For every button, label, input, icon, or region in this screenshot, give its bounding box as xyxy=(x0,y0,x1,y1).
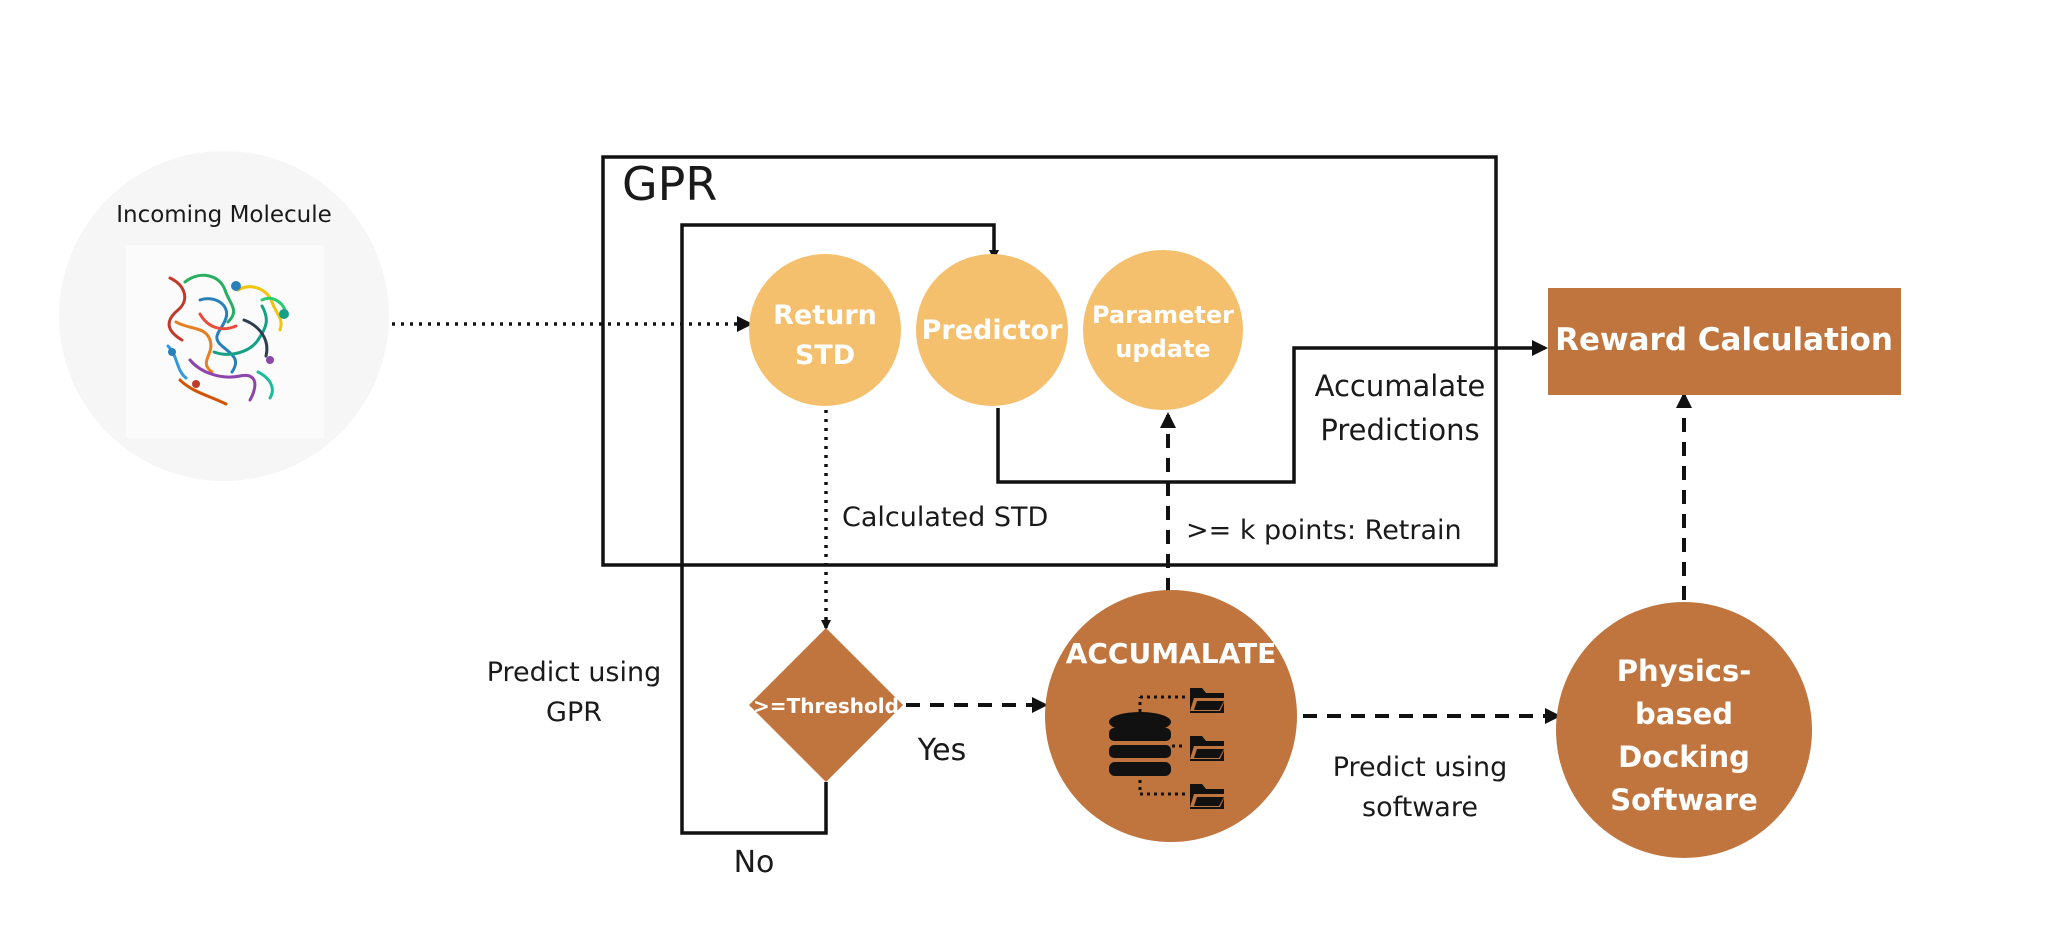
return-std-node[interactable]: Return STD xyxy=(749,254,901,406)
predictor-node[interactable]: Predictor xyxy=(916,254,1068,406)
retrain-label: >= k points: Retrain xyxy=(1186,515,1462,546)
docking-label-line-4: Software xyxy=(1610,783,1758,817)
yes-label: Yes xyxy=(917,733,966,768)
predictor-circle xyxy=(916,254,1068,406)
gpr-title: GPR xyxy=(622,157,717,211)
no-loop-to-predictor-arrow xyxy=(680,223,999,835)
predict-gpr-label-line-2: GPR xyxy=(546,697,602,728)
incoming-molecule: Incoming Molecule xyxy=(59,151,389,481)
reward-box xyxy=(1548,288,1901,395)
accumulate-predictions-label-line-1: Accumalate xyxy=(1315,369,1486,403)
docking-label-line-3: Docking xyxy=(1618,740,1750,774)
threshold-diamond xyxy=(749,628,903,782)
gpr-box: GPR xyxy=(601,155,1498,567)
predictor-label: Predictor xyxy=(922,315,1063,346)
parameter-update-circle xyxy=(1083,250,1243,410)
calculated-std-label: Calculated STD xyxy=(842,502,1048,533)
edge-labels: Calculated STD Accumalate Predictions >=… xyxy=(487,369,1508,880)
parameter-update-label-line-1: Parameter xyxy=(1092,301,1234,329)
molecule-image-frame xyxy=(126,245,324,438)
database-folders-icon xyxy=(1109,688,1226,809)
reward-calculation-node[interactable]: Reward Calculation xyxy=(1548,288,1901,395)
reward-label: Reward Calculation xyxy=(1555,322,1893,358)
no-label: No xyxy=(734,845,775,880)
protein-structure-icon xyxy=(166,273,289,406)
return-std-label-line-2: STD xyxy=(795,340,855,371)
predict-gpr-label-line-1: Predict using xyxy=(487,657,662,688)
docking-label-line-1: Physics- xyxy=(1617,654,1752,688)
return-std-label-line-1: Return xyxy=(773,300,877,331)
accumulate-label: ACCUMALATE xyxy=(1066,637,1277,670)
accumulate-circle xyxy=(1045,590,1297,842)
threshold-decision-node[interactable]: >=Threshold xyxy=(749,628,903,782)
accumulate-node[interactable]: ACCUMALATE xyxy=(1045,590,1297,842)
predict-software-label-line-2: software xyxy=(1362,792,1478,823)
parameter-update-label-line-2: update xyxy=(1115,335,1210,363)
molecule-label: Incoming Molecule xyxy=(116,202,332,228)
predictor-to-reward-arrow xyxy=(996,340,1548,484)
gpr-border xyxy=(601,155,1498,567)
threshold-label: >=Threshold xyxy=(753,694,899,718)
docking-circle xyxy=(1556,602,1812,858)
docking-label-line-2: based xyxy=(1635,697,1733,731)
docking-software-node[interactable]: Physics- based Docking Software xyxy=(1556,602,1812,858)
connectors xyxy=(392,223,1692,835)
predict-software-label-line-1: Predict using xyxy=(1333,752,1508,783)
accumulate-predictions-label-line-2: Predictions xyxy=(1320,413,1479,447)
parameter-update-node[interactable]: Parameter update xyxy=(1083,250,1243,410)
return-std-circle xyxy=(749,254,901,406)
